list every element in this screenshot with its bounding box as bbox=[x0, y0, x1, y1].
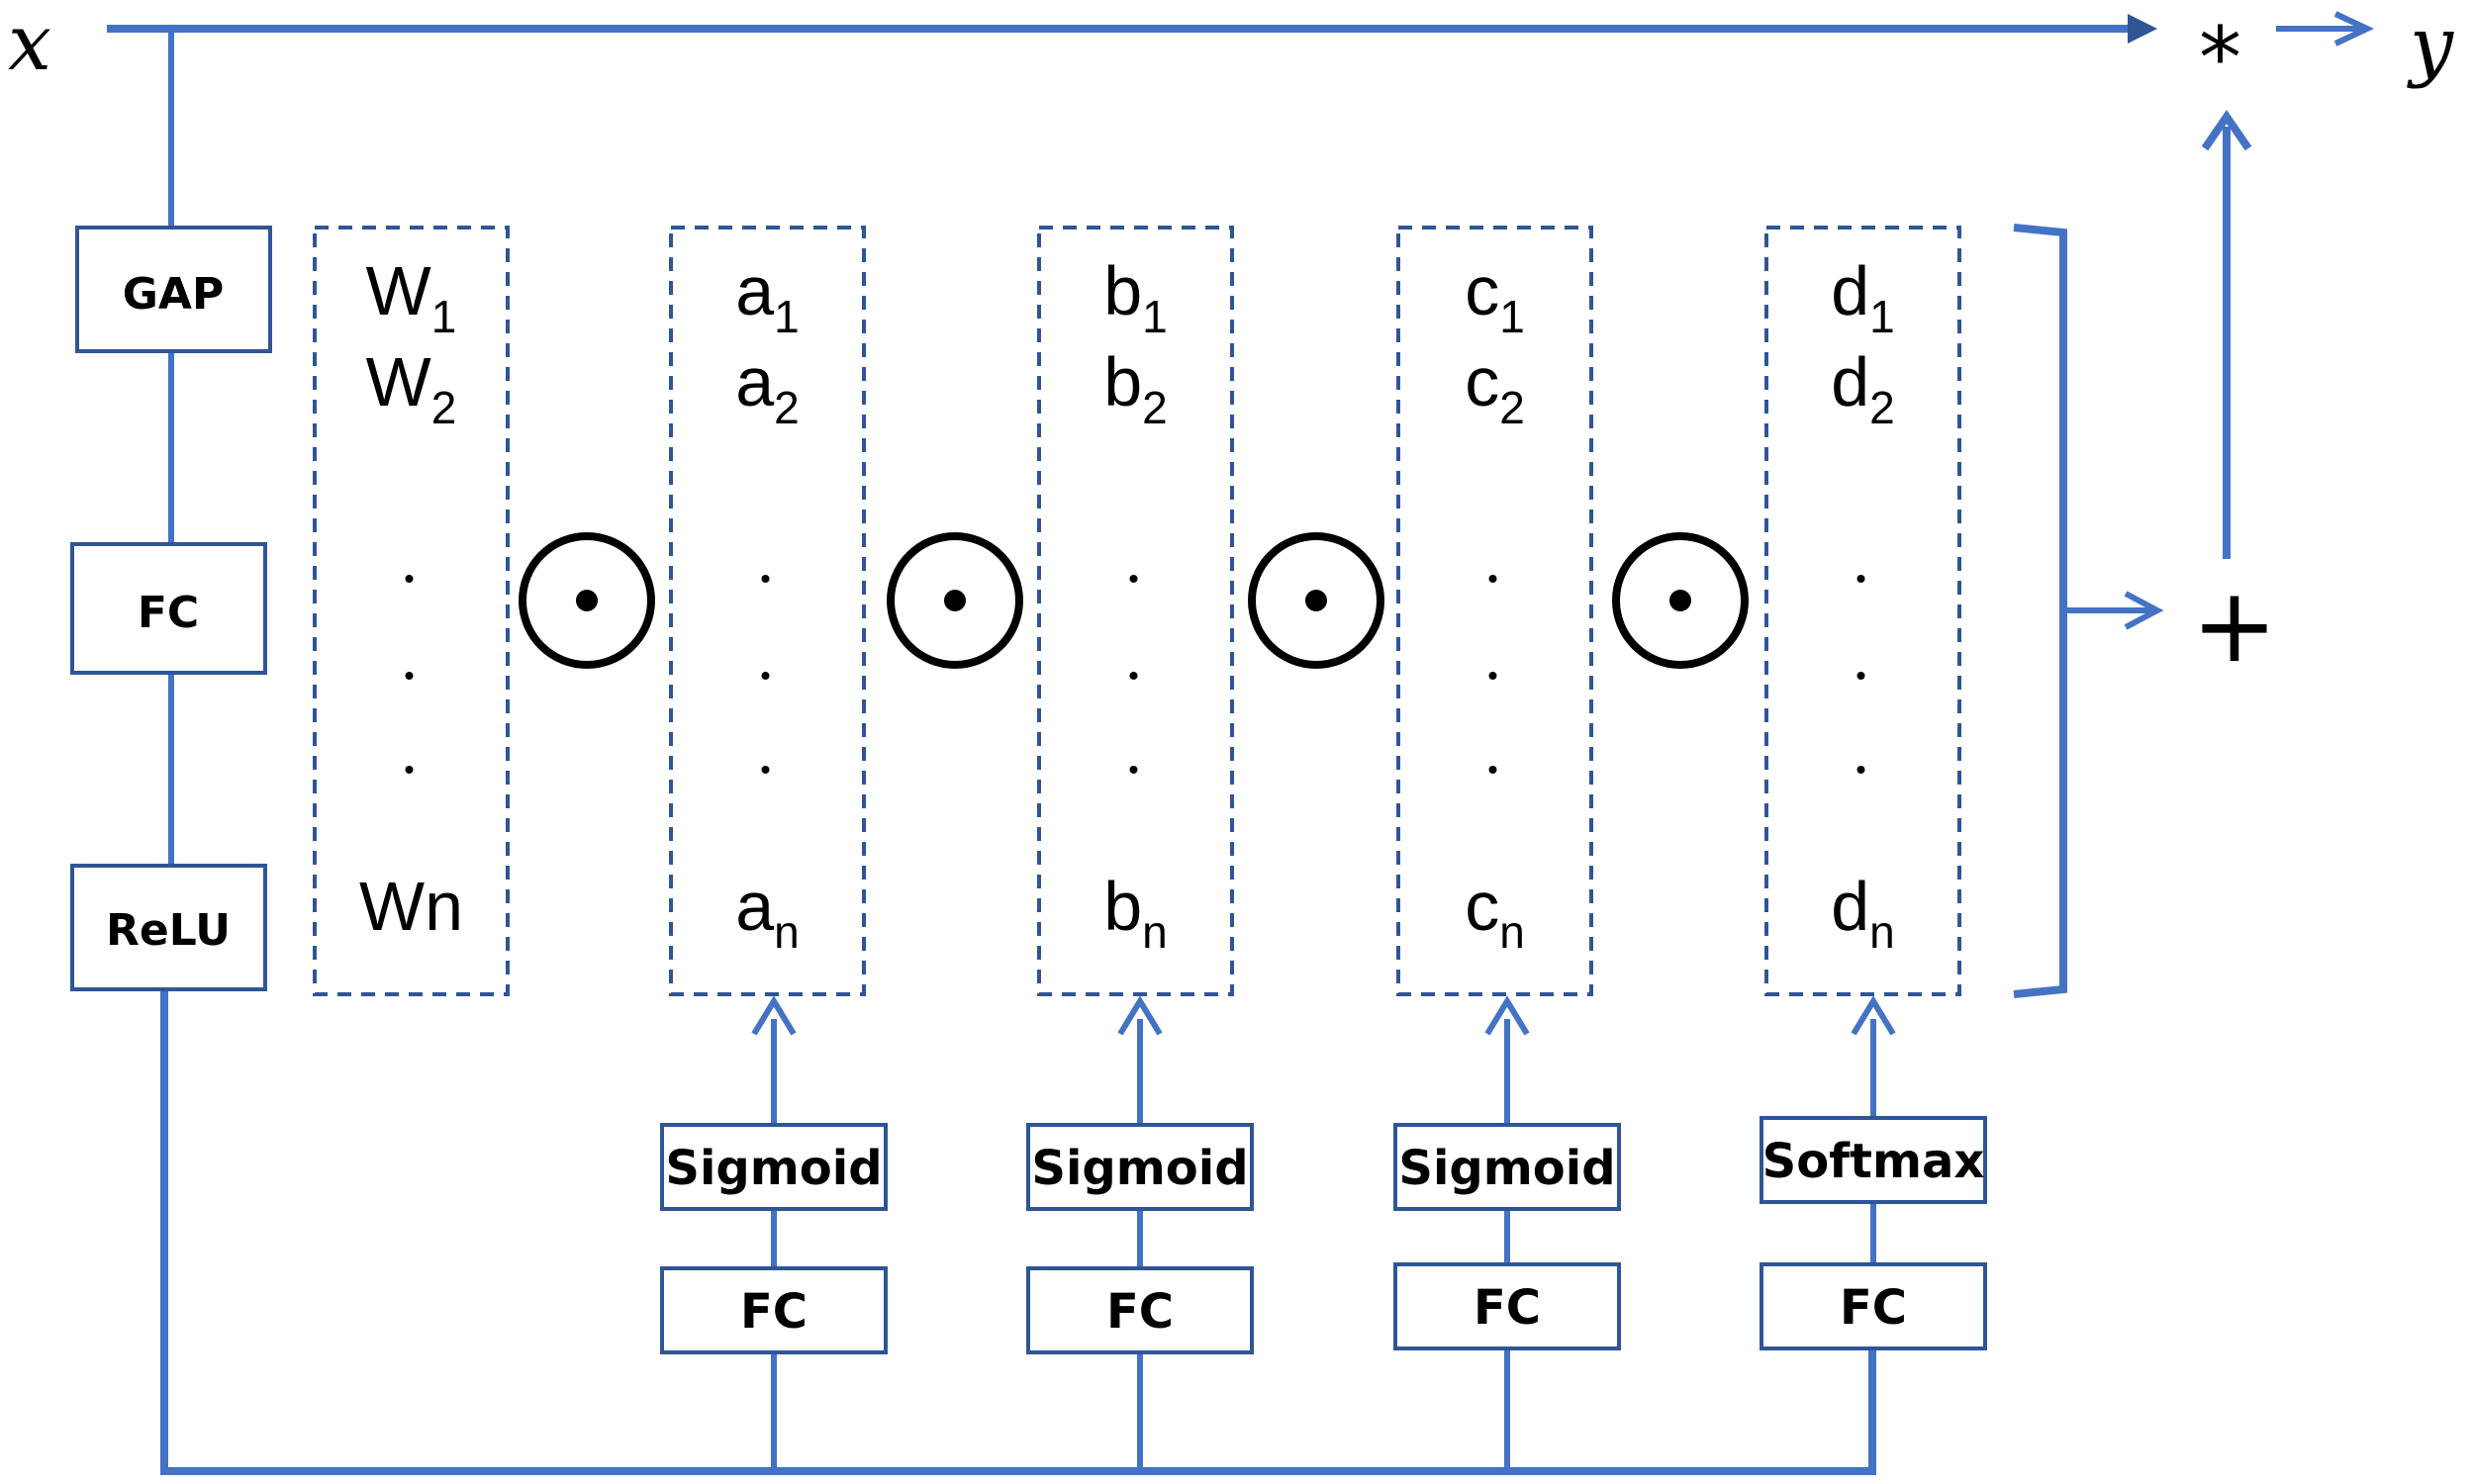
sum-to-multiply-arrowhead bbox=[2201, 109, 2252, 151]
elementwise-operators bbox=[519, 532, 1749, 669]
vector-entry-first: b1 bbox=[1103, 252, 1168, 342]
ellipsis-dot bbox=[761, 575, 770, 583]
branch-arrowhead bbox=[1117, 995, 1163, 1036]
ellipsis-dot bbox=[1856, 672, 1865, 680]
activation-label: Sigmoid bbox=[665, 1141, 882, 1196]
ellipsis-dot bbox=[1488, 575, 1497, 583]
vector-entry-second: W2 bbox=[366, 343, 457, 433]
ellipsis-dot bbox=[761, 672, 770, 680]
gap-box: GAP bbox=[75, 226, 272, 353]
fc-box bbox=[1393, 1262, 1621, 1350]
fc-box-left: FC bbox=[70, 542, 267, 675]
fc-label: FC bbox=[1474, 1280, 1541, 1336]
vector-entry-second: d2 bbox=[1831, 343, 1895, 433]
dashed-box bbox=[1396, 226, 1593, 996]
activation-box bbox=[1760, 1116, 1987, 1204]
fc-left-label: FC bbox=[138, 588, 199, 638]
activation-box bbox=[1026, 1123, 1254, 1211]
fc-label: FC bbox=[1106, 1284, 1174, 1340]
activation-label: Sigmoid bbox=[1031, 1141, 1248, 1196]
multiply-symbol: * bbox=[2199, 9, 2241, 108]
vector-entry-second: c2 bbox=[1465, 343, 1525, 433]
output-y-label: y bbox=[2407, 1, 2454, 90]
dashed-box bbox=[669, 226, 866, 996]
vector-entry-second: b2 bbox=[1103, 343, 1168, 433]
ellipsis-dot bbox=[405, 575, 414, 583]
bracket-to-sum-arrowhead bbox=[2124, 591, 2164, 630]
vector-entry-last: an bbox=[735, 868, 800, 958]
activation-label: Softmax bbox=[1762, 1134, 1985, 1189]
vector-entry-last: Wn bbox=[359, 868, 463, 945]
ellipsis-dot bbox=[405, 766, 414, 774]
ellipsis-dot bbox=[1856, 575, 1865, 583]
odot-operator-0 bbox=[519, 532, 655, 669]
vector-entry-last: dn bbox=[1831, 868, 1895, 958]
ellipsis-dot bbox=[1129, 575, 1138, 583]
vector-entry-second: a2 bbox=[735, 343, 800, 433]
branch-arrowhead bbox=[751, 995, 797, 1036]
ellipsis-dot bbox=[1488, 672, 1497, 680]
ellipsis-dot bbox=[1488, 766, 1497, 774]
relu-label: ReLU bbox=[106, 905, 231, 956]
sum-bracket bbox=[2013, 224, 2067, 998]
fc-box bbox=[660, 1266, 888, 1354]
fc-label: FC bbox=[740, 1284, 808, 1340]
relu-box: ReLU bbox=[70, 864, 267, 991]
activation-box bbox=[1393, 1123, 1621, 1211]
ellipsis-dot bbox=[1129, 672, 1138, 680]
dashed-box bbox=[1764, 226, 1961, 996]
skip-arrowhead bbox=[2128, 14, 2157, 44]
dashed-box bbox=[1037, 226, 1234, 996]
vector-entry-first: d1 bbox=[1831, 252, 1895, 342]
dashed-box bbox=[313, 226, 510, 996]
output-arrowhead bbox=[2333, 11, 2375, 46]
vector-entry-first: W1 bbox=[366, 252, 457, 342]
ellipsis-dot bbox=[1129, 766, 1138, 774]
fc-label: FC bbox=[1840, 1280, 1907, 1336]
ellipsis-dot bbox=[405, 672, 414, 680]
bottom-bus-line bbox=[160, 989, 1876, 1475]
fc-box bbox=[1026, 1266, 1254, 1354]
activation-label: Sigmoid bbox=[1398, 1141, 1615, 1196]
odot-operator-2 bbox=[1248, 532, 1384, 669]
branch-arrowhead bbox=[1851, 995, 1896, 1036]
ellipsis-dot bbox=[1856, 766, 1865, 774]
vector-entry-last: cn bbox=[1465, 868, 1525, 958]
vector-entry-first: c1 bbox=[1465, 252, 1525, 342]
branch-arrowhead bbox=[1484, 995, 1530, 1036]
vector-entry-last: bn bbox=[1103, 868, 1168, 958]
input-x-label: x bbox=[8, 0, 51, 88]
odot-operator-3 bbox=[1612, 532, 1749, 669]
fc-box bbox=[1760, 1262, 1987, 1350]
odot-operator-1 bbox=[887, 532, 1023, 669]
ellipsis-dot bbox=[761, 766, 770, 774]
gap-label: GAP bbox=[123, 269, 224, 320]
activation-box bbox=[660, 1123, 888, 1211]
sum-symbol: + bbox=[2191, 565, 2277, 686]
vector-entry-first: a1 bbox=[735, 252, 800, 342]
